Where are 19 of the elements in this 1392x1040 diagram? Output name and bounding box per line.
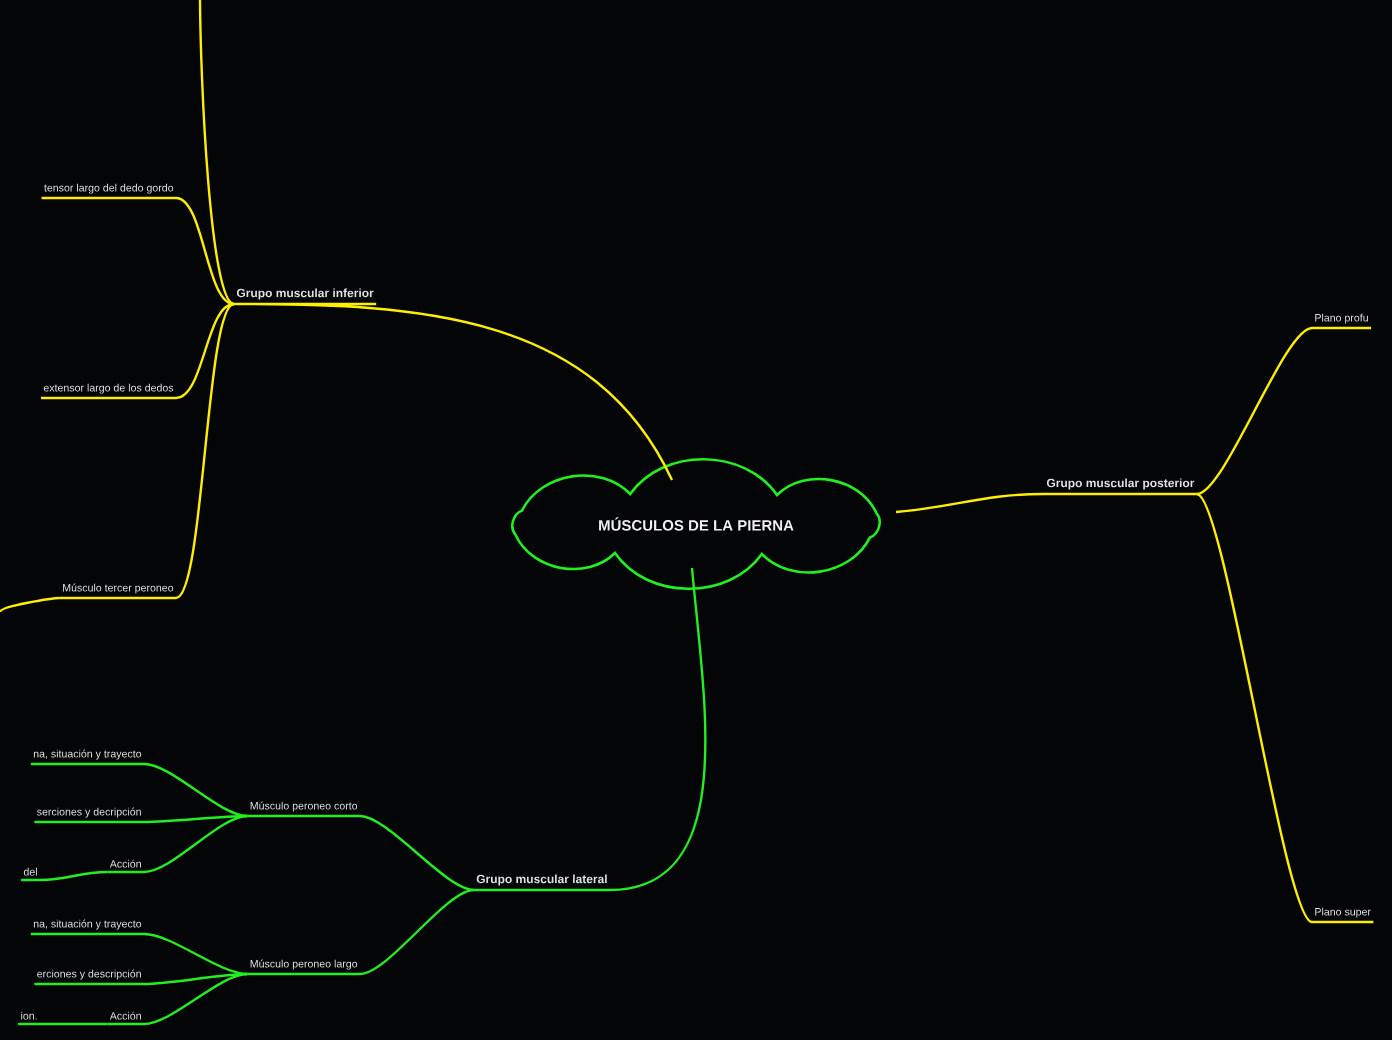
connector-line	[1195, 493, 1374, 924]
connector-line	[1196, 326, 1372, 496]
connector-line	[41, 302, 235, 400]
connector-line	[247, 814, 475, 892]
connector-line	[0, 596, 60, 613]
connector-line	[34, 814, 248, 824]
connector-line	[21, 870, 108, 882]
connector-line	[198, 0, 235, 305]
connector-line	[107, 814, 248, 874]
connector-line	[247, 888, 475, 976]
connector-line	[107, 972, 248, 1026]
connector-line	[232, 302, 674, 481]
connector-line	[59, 303, 235, 600]
connector-line	[895, 492, 1197, 514]
connector-line	[30, 932, 248, 976]
connector-line	[18, 1022, 108, 1026]
connector-line	[473, 567, 707, 892]
connector-line	[30, 762, 248, 818]
connector-line	[41, 196, 235, 306]
